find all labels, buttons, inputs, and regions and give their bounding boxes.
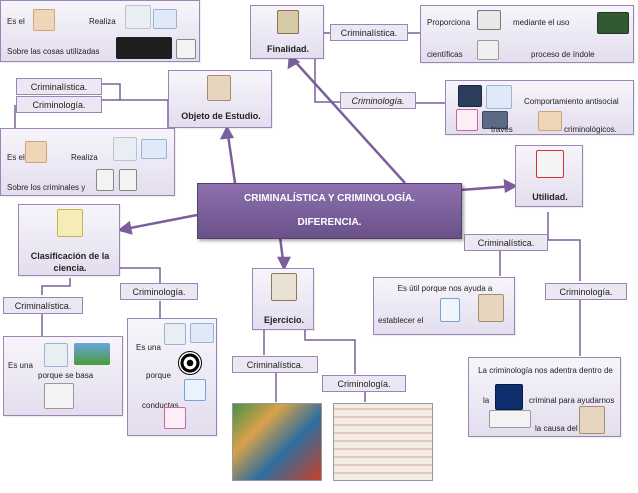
link-clasificacion xyxy=(119,213,198,232)
text-criminologicos: criminológicos. xyxy=(564,125,617,134)
label-criminalistica-clasif: Criminalística. xyxy=(3,297,83,314)
evidence-icon xyxy=(440,298,460,322)
criminal-icon xyxy=(176,39,196,59)
text-cientificas: científicas xyxy=(427,50,463,59)
label-criminologia-finalidad: Criminología. xyxy=(340,92,416,109)
text-util-line1: Es útil porque nos ayuda a xyxy=(397,284,493,293)
method-icon xyxy=(44,383,74,409)
night-image-icon xyxy=(116,37,172,59)
text-realiza: Realiza xyxy=(89,17,116,26)
text-es-una-2: Es una xyxy=(136,343,161,352)
thinking-person-icon xyxy=(57,209,83,237)
investigator-icon-2 xyxy=(478,294,504,322)
investigator-icon-3 xyxy=(579,406,605,434)
finalidad-label: Finalidad. xyxy=(266,44,309,54)
label-criminalistica-utilidad: Criminalística. xyxy=(464,234,548,251)
atom-icon-2 xyxy=(164,323,186,345)
chemistry-icon xyxy=(125,5,151,29)
box-clasif-criminologia: Es una porque conductas xyxy=(127,318,217,436)
police-icon xyxy=(458,85,482,107)
link-finalidad xyxy=(289,55,406,184)
clasificacion-label-2: ciencia. xyxy=(53,263,87,273)
main-subtitle: DIFERENCIA. xyxy=(297,217,362,228)
hand-icon xyxy=(536,150,564,178)
label-criminalistica-finalidad: Criminalística. xyxy=(330,24,408,41)
box-criminologia-detail: Es el Realiza Sobre los criminales y xyxy=(0,128,175,196)
scientist-icon xyxy=(486,85,512,109)
box-finalidad: Finalidad. xyxy=(250,5,324,59)
target-icon xyxy=(178,351,202,375)
main-title: CRIMINALÍSTICA Y CRIMINOLOGÍA. xyxy=(244,193,415,204)
people-icon-2 xyxy=(141,139,167,159)
box-utilidad: Utilidad. xyxy=(515,145,583,207)
teacher-icon-2 xyxy=(25,141,47,163)
weight-lifter-icon xyxy=(271,273,297,301)
text-es-una: Es una xyxy=(8,361,33,370)
box-clasificacion: Clasificación de la ciencia. xyxy=(18,204,120,276)
box-ejercicio: Ejercicio. xyxy=(252,268,314,330)
text-mediante: mediante el uso xyxy=(513,18,570,27)
box-utilidad-criminalistica: Es útil porque nos ayuda a establecer el xyxy=(373,277,515,335)
label-criminologia-utilidad: Criminología. xyxy=(545,283,627,300)
text-porque-basa: porque se basa xyxy=(38,371,94,380)
criminal-icon-2 xyxy=(96,169,114,191)
investigator-icon xyxy=(207,75,231,101)
text-es-el: Es el xyxy=(7,17,25,26)
label-criminologia-ejercicio: Criminología. xyxy=(322,375,406,392)
text-sobre-cosas: Sobre las cosas utilizadas xyxy=(7,47,100,56)
text-causa: la causa del xyxy=(535,424,578,433)
people-group-icon xyxy=(489,410,531,428)
box-utilidad-criminologia: La criminología nos adentra dentro de la… xyxy=(468,357,621,437)
clasificacion-label-1: Clasificación de la xyxy=(30,251,110,261)
arrow-icon xyxy=(184,379,206,401)
label-criminologia-clasif: Criminología. xyxy=(120,283,198,300)
box-finalidad-criminologia: Comportamiento antisocial través crimino… xyxy=(445,80,634,135)
link-utilidad xyxy=(459,184,516,192)
people-icon-3 xyxy=(190,323,214,343)
objeto-de-estudio-label: Objeto de Estudio. xyxy=(181,111,261,121)
label-criminalistica-ejercicio: Criminalística. xyxy=(232,356,318,373)
text-sobre-criminales: Sobre los criminales y xyxy=(7,183,86,192)
link-objeto xyxy=(225,127,237,184)
text-proceso: proceso de índole xyxy=(531,50,595,59)
box-finalidad-criminalistica: Proporciona mediante el uso científicas … xyxy=(420,5,634,63)
ejercicio-criminologia-image xyxy=(333,403,433,481)
lab-icon xyxy=(597,12,629,34)
text-traves: través xyxy=(491,125,513,134)
landscape-icon xyxy=(74,343,110,365)
tools-icon xyxy=(477,10,501,30)
ejercicio-label: Ejercicio. xyxy=(263,315,305,325)
teacher-icon xyxy=(33,9,55,31)
gender-icon-2 xyxy=(164,407,186,429)
detective-icon xyxy=(277,10,299,34)
ejercicio-criminalistica-image xyxy=(232,403,322,481)
text-adentra: La criminología nos adentra dentro de xyxy=(478,366,613,375)
reading-icon xyxy=(538,111,562,131)
text-conductas: conductas xyxy=(142,401,179,410)
utilidad-label: Utilidad. xyxy=(532,192,568,202)
criminal-icon-3 xyxy=(119,169,137,191)
text-realiza-2: Realiza xyxy=(71,153,98,162)
text-criminal: criminal para ayudarnos xyxy=(529,396,615,405)
text-proporciona: Proporciona xyxy=(427,18,471,27)
people-icon xyxy=(153,9,177,29)
gender-icon xyxy=(456,109,478,131)
label-criminologia-objeto: Criminología. xyxy=(16,96,102,113)
box-clasif-criminalistica: Es una porque se basa xyxy=(3,336,123,416)
brain-icon xyxy=(495,384,523,410)
meeting-icon xyxy=(482,111,508,129)
main-title-box: CRIMINALÍSTICA Y CRIMINOLOGÍA. DIFERENCI… xyxy=(197,183,462,239)
chemistry-icon-2 xyxy=(113,137,137,161)
text-es-el-2: Es el xyxy=(7,153,25,162)
box-objeto-de-estudio: Objeto de Estudio. xyxy=(168,70,272,128)
text-porque: porque xyxy=(146,371,171,380)
text-la: la xyxy=(483,396,490,405)
label-criminalistica-objeto: Criminalística. xyxy=(16,78,102,95)
text-util-line2: establecer el xyxy=(378,316,424,325)
box-criminalistica-detail: Es el Realiza Sobre las cosas utilizadas xyxy=(0,0,200,62)
atom-icon xyxy=(44,343,68,367)
text-comportamiento: Comportamiento antisocial xyxy=(524,97,619,106)
link-ejercicio xyxy=(278,236,286,269)
microscope-icon xyxy=(477,40,499,60)
